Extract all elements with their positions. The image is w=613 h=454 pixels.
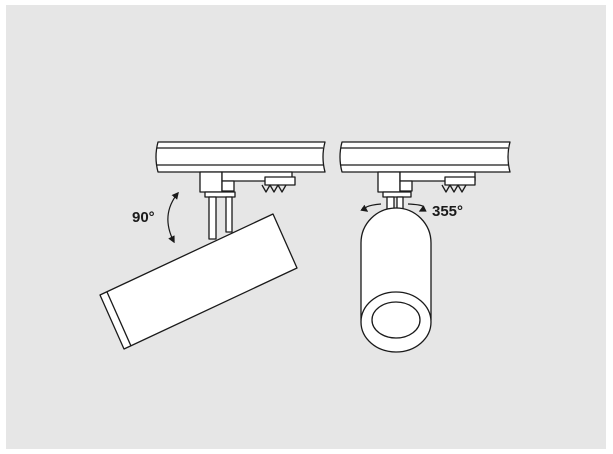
cylinder-lens-opening bbox=[371, 301, 421, 339]
left-track-adapter bbox=[199, 171, 296, 198]
diagram-panel bbox=[6, 5, 606, 449]
tilted-spotlight bbox=[99, 141, 326, 350]
rotation-arrow bbox=[360, 203, 427, 212]
tilt-arrow bbox=[167, 191, 179, 244]
right-track-rail bbox=[339, 141, 511, 173]
vertical-spotlight bbox=[339, 141, 511, 353]
rotation-angle-label: 355° bbox=[432, 203, 463, 220]
left-stem bbox=[208, 196, 233, 240]
tilt-angle-label: 90° bbox=[132, 209, 155, 226]
vertical-cylinder bbox=[360, 207, 432, 353]
left-track-rail bbox=[155, 141, 326, 173]
tilted-cylinder bbox=[99, 213, 298, 350]
